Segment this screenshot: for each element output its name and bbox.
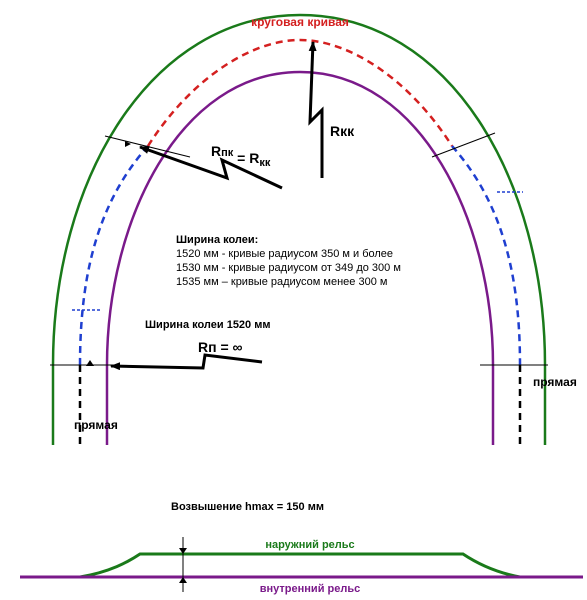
circular-curve-axis [146,38,454,147]
outer-rail-curve [51,13,547,445]
height-dimension-arrow-bottom [179,577,187,583]
r-pk-label: Rпк = Rкк [211,143,271,169]
gauge-line-1: 1520 мм - кривые радиусом 350 м и более [176,248,393,260]
gauge-line-3: 1535 мм – кривые радиусом менее 300 м [176,276,387,288]
outer-rail-label: наружний рельс [265,539,354,551]
r-pk-sub2: кк [259,157,271,169]
height-dimension-arrow-top [179,548,187,554]
inner-rail-curve [105,70,495,445]
tick-arrow-left [125,141,131,147]
inner-rail-label: внутренний рельс [260,583,360,595]
straight-label-right: прямая [533,375,577,389]
gauge-line-2: 1530 мм - кривые радиусом от 349 до 300 … [176,262,401,274]
r-kk-label: Rкк [330,123,355,139]
gauge-title: Ширина колеи: [176,234,258,246]
r-pk-eq: = R [233,150,259,166]
r-kk-arrow [308,41,324,178]
transition-curve-left [78,145,149,366]
r-p-arrow [110,353,263,371]
straight-label-left: прямая [74,418,118,432]
r-p-label: Rп = ∞ [198,339,243,355]
r-pk-main: R [211,143,221,159]
tick-arrow-straight [86,360,94,366]
circular-curve-label: круговая кривая [251,15,349,29]
gauge-straight-label: Ширина колеи 1520 мм [145,319,271,331]
r-pk-arrow [139,145,283,190]
superelevation-label: Возвышение hmax = 150 мм [171,501,324,513]
boundary-line-left-upper [104,135,191,158]
r-pk-sub: пк [221,147,234,159]
outer-rail-profile [79,552,521,579]
boundary-line-right-upper [431,132,496,158]
transition-curve-right [451,145,522,366]
